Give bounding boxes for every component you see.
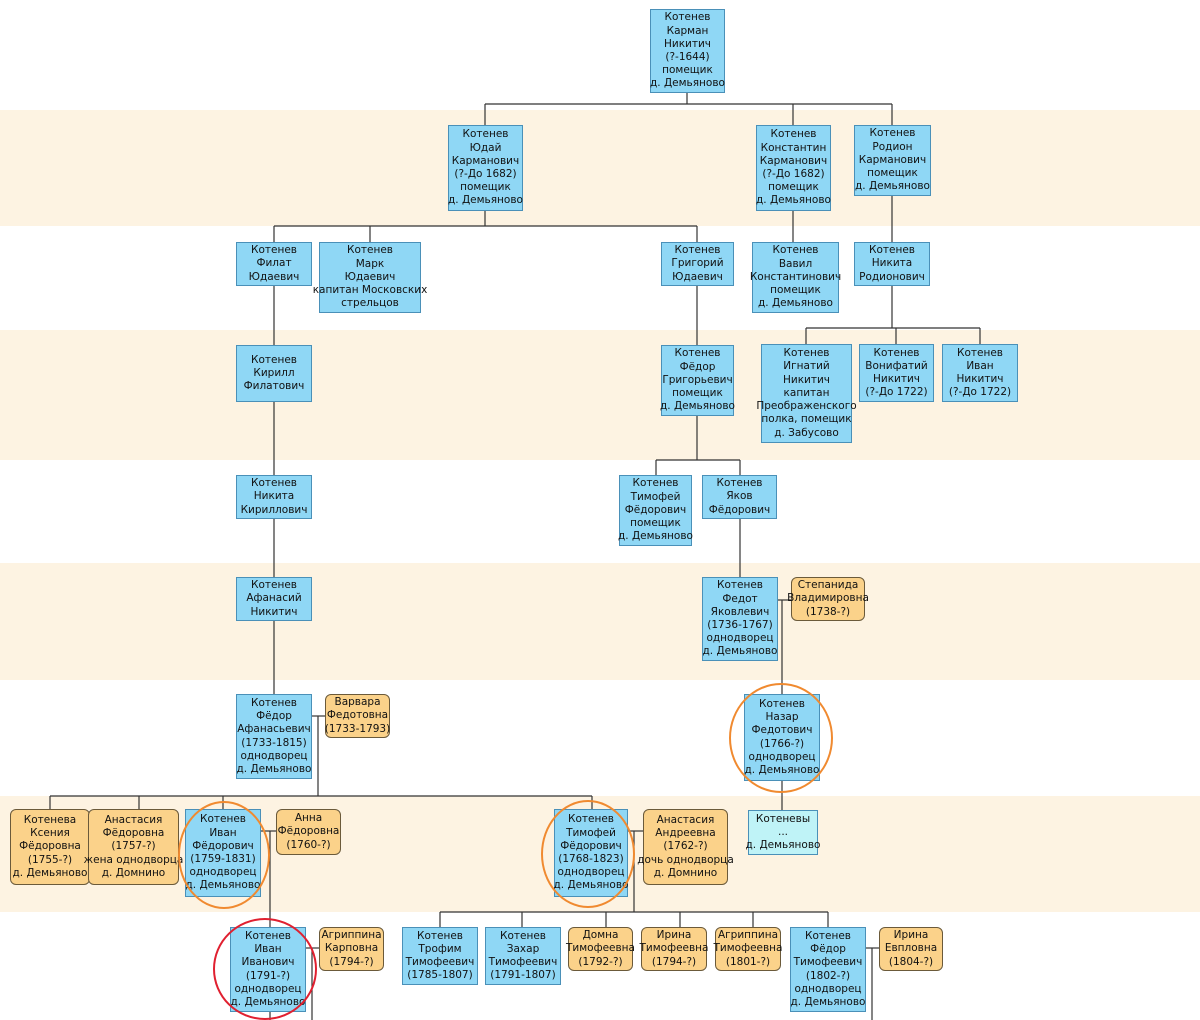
- generation-band: [0, 110, 1200, 226]
- generation-band: [0, 563, 1200, 680]
- person-kotenevy-group[interactable]: Котеневы...д. Демьяново: [746, 810, 820, 855]
